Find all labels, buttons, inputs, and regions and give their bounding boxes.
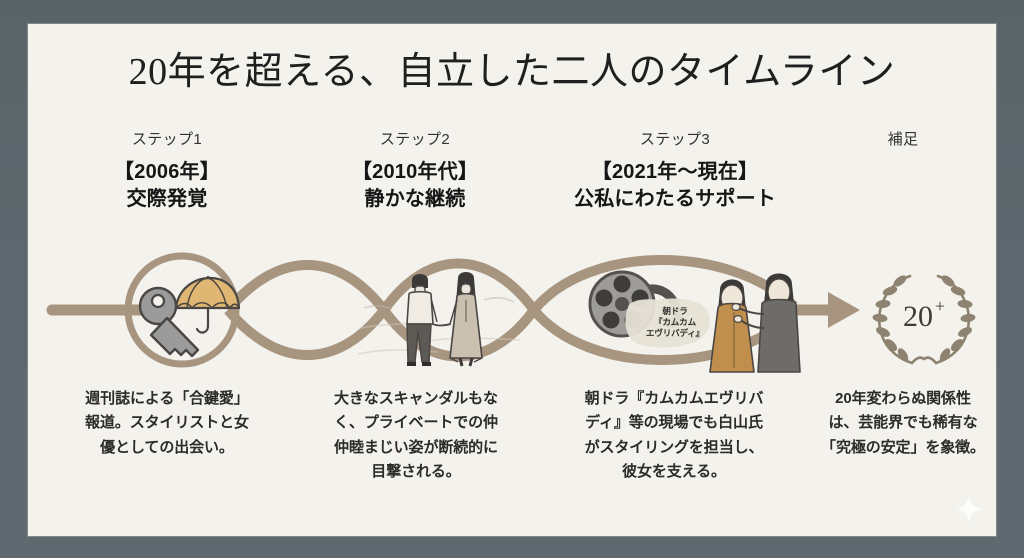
description-1-line-1: 週刊誌による「合鍵愛」 xyxy=(85,390,249,407)
step-title-2: 【2010年代】 静かな継続 xyxy=(290,159,540,213)
step-title-1-line-2: 交際発覚 xyxy=(126,187,208,210)
drama-title-badge: 朝ドラ 『カムカム エヴリバディ』 xyxy=(632,306,718,339)
slide-canvas: 20年を超える、自立した二人のタイムライン xyxy=(28,24,996,536)
description-4-line-3: 「究極の安定」を象徴。 xyxy=(821,438,985,456)
sparkle-icon xyxy=(956,496,982,522)
ribbon-lens-2-top xyxy=(379,258,539,313)
description-3-line-3: がスタイリングを担当し、 xyxy=(584,438,764,456)
timeline-column-1: ステップ1 【2006年】 交際発覚 xyxy=(42,130,292,213)
label-blob xyxy=(625,298,710,348)
umbrella-icon xyxy=(174,276,241,334)
step-label-1: ステップ1 xyxy=(131,131,203,148)
step-title-2-line-2: 静かな継続 xyxy=(364,187,466,210)
page-title: 20年を超える、自立した二人のタイムライン xyxy=(128,51,896,93)
description-1-line-3: 優としての出会い。 xyxy=(100,438,234,456)
step-label-2: ステップ2 xyxy=(379,131,451,148)
drama-title-line-3: エヴリバディ』 xyxy=(645,328,705,338)
step-label-3: ステップ3 xyxy=(639,131,711,148)
drama-title-line-1: 朝ドラ xyxy=(662,306,688,316)
step-label-4: 補足 xyxy=(887,131,919,148)
step-title-2-line-1: 【2010年代】 xyxy=(351,160,479,183)
description-2-line-1: 大きなスキャンダルもな xyxy=(334,390,498,407)
ribbon-lens-1-bottom xyxy=(224,306,388,360)
description-1: 週刊誌による「合鍵愛」 報道。スタイリストと女 優としての出会い。 xyxy=(48,387,286,460)
description-4: 20年変わらぬ関係性 は、芸能界でも稀有な 「究極の安定」を象徴。 xyxy=(812,387,994,460)
timeline-column-2: ステップ2 【2010年代】 静かな継続 xyxy=(290,130,540,213)
ribbon-lens-1-top xyxy=(224,260,388,314)
timeline-columns: ステップ1 【2006年】 交際発覚 ステップ2 【2010年代】 静かな継続 … xyxy=(28,24,996,536)
description-3: 朝ドラ『カムカムエヴリバ ディ』等の現場でも白山氏 がスタイリングを担当し、 彼… xyxy=(538,387,810,484)
node-art-1 xyxy=(120,256,244,380)
laurel-leaves xyxy=(872,275,976,362)
years-count: 20 xyxy=(903,300,933,333)
description-2: 大きなスキャンダルもな く、プライベートでの仲 仲睦まじい姿が断続的に 目撃され… xyxy=(292,387,540,484)
description-4-line-1: 20年変わらぬ関係性 xyxy=(835,390,971,407)
description-3-line-4: 彼女を支える。 xyxy=(622,462,726,480)
step-title-1-line-1: 【2006年】 xyxy=(114,160,220,183)
description-3-line-2: ディ』等の現場でも白山氏 xyxy=(585,414,763,432)
arrow-head-icon xyxy=(828,292,860,328)
node-art-2 xyxy=(354,262,526,374)
timeline-column-3: ステップ3 【2021年〜現在】 公私にわたるサポート xyxy=(534,130,816,213)
step-title-3: 【2021年〜現在】 公私にわたるサポート xyxy=(534,159,816,213)
step-title-3-line-1: 【2021年〜現在】 xyxy=(591,160,759,183)
description-1-line-2: 報道。スタイリストと女 xyxy=(85,414,249,432)
timeline-column-4: 補足 xyxy=(810,130,996,150)
man-figure xyxy=(406,274,438,366)
key-icon xyxy=(138,286,200,358)
node-art-4: 20 + xyxy=(866,264,982,374)
description-2-line-3: 仲睦まじい姿が断続的に xyxy=(334,438,498,456)
step-title-1: 【2006年】 交際発覚 xyxy=(42,159,292,213)
years-plus-suffix: + xyxy=(935,296,945,316)
description-4-line-2: は、芸能界でも稀有な xyxy=(828,414,978,432)
node-art-3: 朝ドラ 『カムカム エヴリバディ』 xyxy=(584,256,806,378)
drama-title-line-2: 『カムカム xyxy=(654,317,696,327)
stylist-scene xyxy=(709,273,801,373)
ribbon-lens-3-top xyxy=(530,255,798,314)
woman-figure xyxy=(449,272,483,367)
description-2-line-2: く、プライベートでの仲 xyxy=(334,414,498,432)
node-circle-1 xyxy=(124,252,240,368)
step-title-3-line-2: 公私にわたるサポート xyxy=(574,187,776,210)
holding-hands-icon xyxy=(432,323,451,327)
description-2-line-4: 目撃される。 xyxy=(371,462,461,480)
description-3-line-1: 朝ドラ『カムカムエヴリバ xyxy=(584,390,764,407)
